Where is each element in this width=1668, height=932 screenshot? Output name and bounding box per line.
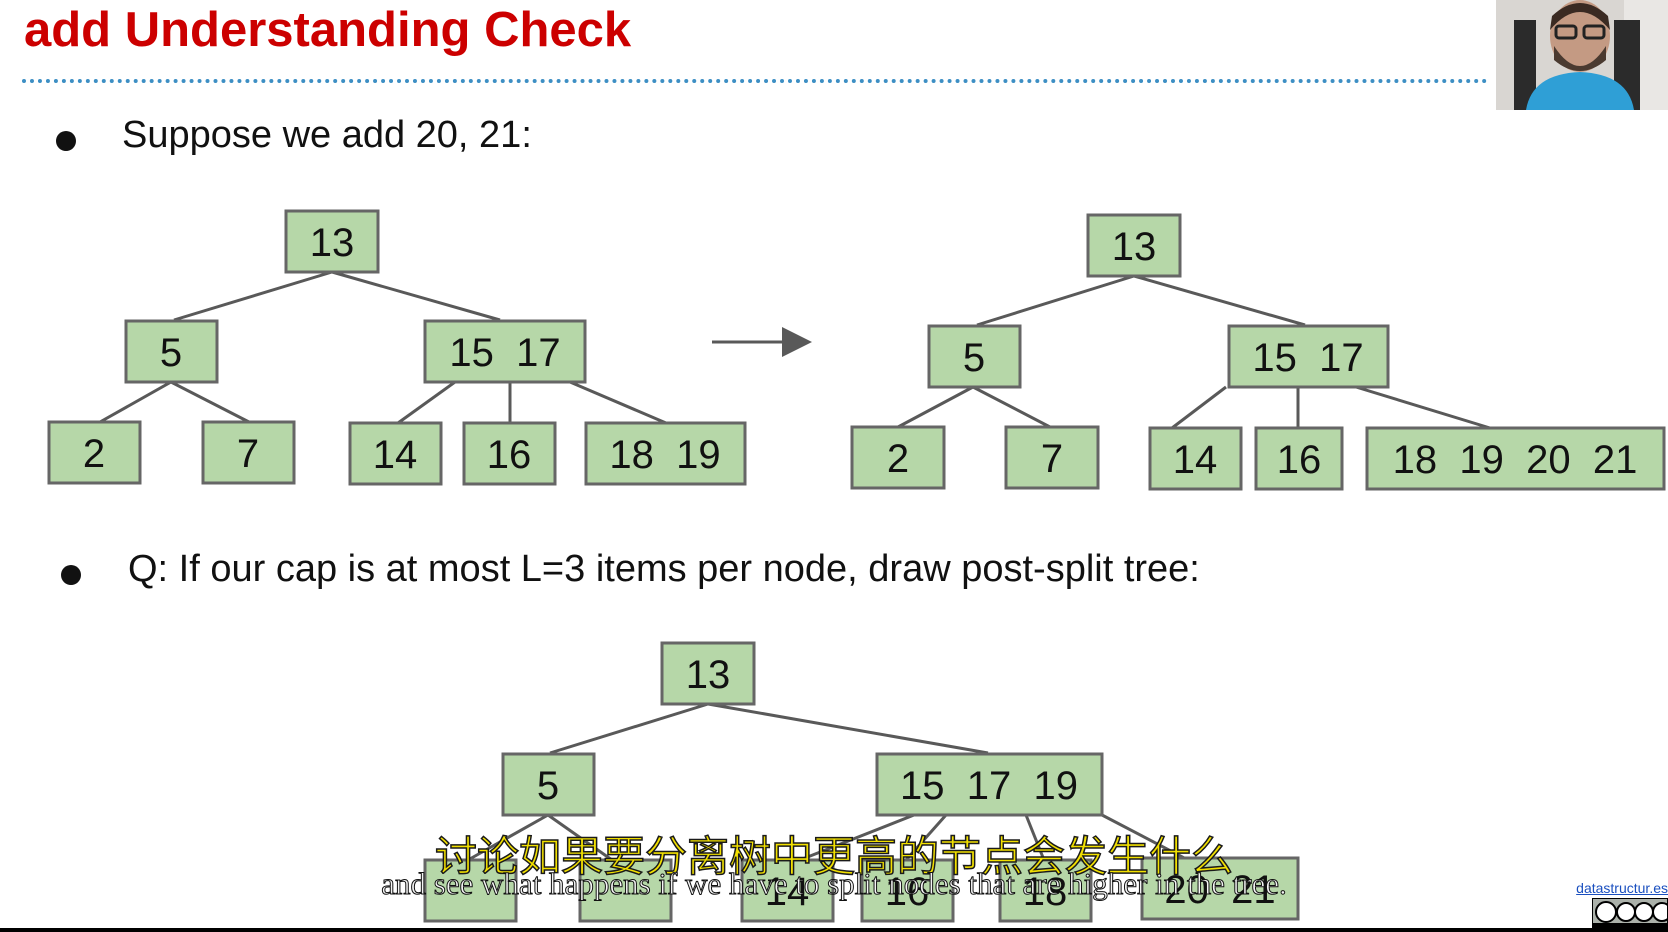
svg-text:5: 5 [963, 336, 985, 380]
svg-text:16: 16 [885, 870, 930, 914]
subtitle-english: and see what happens if we have to split… [381, 866, 1288, 901]
node-internal-15-17: 15 17 [1227, 324, 1390, 389]
leaf-18: 18 [998, 858, 1093, 923]
leaf-14: 14 [740, 858, 835, 923]
node-internal-15-17-19: 15 17 19 [875, 752, 1104, 817]
svg-text:13: 13 [686, 653, 731, 697]
svg-text:14: 14 [1173, 438, 1218, 482]
svg-text:2: 2 [83, 432, 105, 476]
leaf-16: 16 [462, 421, 557, 486]
svg-text:15 17 19: 15 17 19 [900, 764, 1078, 808]
tree-before: 13 5 15 17 2 7 14 [47, 209, 747, 486]
svg-text:18: 18 [1023, 870, 1068, 914]
svg-text:13: 13 [310, 221, 355, 265]
svg-text:16: 16 [487, 433, 532, 477]
leaf-2: 2 [850, 425, 946, 490]
node-internal-5: 5 [927, 324, 1022, 389]
svg-text:13: 13 [1112, 225, 1157, 269]
svg-text:2: 2 [887, 437, 909, 481]
leaf-7: 7 [1004, 425, 1100, 490]
bullet-suppose: Suppose we add 20, 21: [122, 114, 532, 156]
svg-text:5: 5 [537, 764, 559, 808]
cc-by-nc-sa-icon [1592, 898, 1668, 928]
svg-text:18 19 20 21: 18 19 20 21 [1393, 438, 1638, 482]
leaf-partial-left-1 [423, 858, 518, 923]
leaf-partial-left-2 [578, 858, 673, 923]
svg-text:18 19: 18 19 [609, 433, 720, 477]
bullet-dot-2 [61, 565, 81, 585]
svg-text:16: 16 [1277, 438, 1322, 482]
node-internal-5: 5 [501, 752, 596, 817]
title-divider [22, 79, 1488, 83]
bullet-dot-1 [56, 131, 76, 151]
presenter-webcam [1496, 0, 1668, 110]
svg-text:20 21: 20 21 [1164, 868, 1275, 912]
bullet-question: Q: If our cap is at most L=3 items per n… [128, 548, 1200, 590]
svg-text:5: 5 [160, 331, 182, 375]
svg-text:7: 7 [237, 432, 259, 476]
node-internal-15-17: 15 17 [423, 319, 587, 384]
leaf-14: 14 [348, 421, 443, 486]
svg-text:14: 14 [765, 870, 810, 914]
node-root: 13 [284, 209, 380, 274]
node-root: 13 [1086, 213, 1182, 278]
node-root: 13 [660, 641, 756, 706]
leaf-16: 16 [860, 858, 955, 923]
leaf-20-21: 20 21 [1140, 856, 1300, 921]
leaf-2: 2 [47, 420, 142, 485]
leaf-16: 16 [1254, 426, 1344, 491]
tree-split: 13 5 15 17 19 14 16 [423, 641, 1300, 923]
subtitle-chinese: 讨论如果要分离树中更高的节点会发生什么 [434, 832, 1234, 881]
video-subtitles: 讨论如果要分离树中更高的节点会发生什么 and see what happens… [0, 832, 1668, 901]
leaf-14: 14 [1148, 426, 1243, 491]
svg-text:15 17: 15 17 [449, 331, 560, 375]
svg-text:15 17: 15 17 [1252, 336, 1363, 380]
datastructur-link[interactable]: datastructur.es [1576, 880, 1668, 896]
tree-after: 13 5 15 17 2 7 14 [850, 213, 1666, 491]
leaf-7: 7 [201, 420, 296, 485]
leaf-18-19: 18 19 [584, 421, 747, 486]
svg-text:7: 7 [1041, 437, 1063, 481]
node-internal-5: 5 [124, 319, 219, 384]
leaf-18-19-20-21: 18 19 20 21 [1365, 426, 1666, 491]
svg-text:14: 14 [373, 433, 418, 477]
slide-title: add Understanding Check [24, 3, 632, 57]
